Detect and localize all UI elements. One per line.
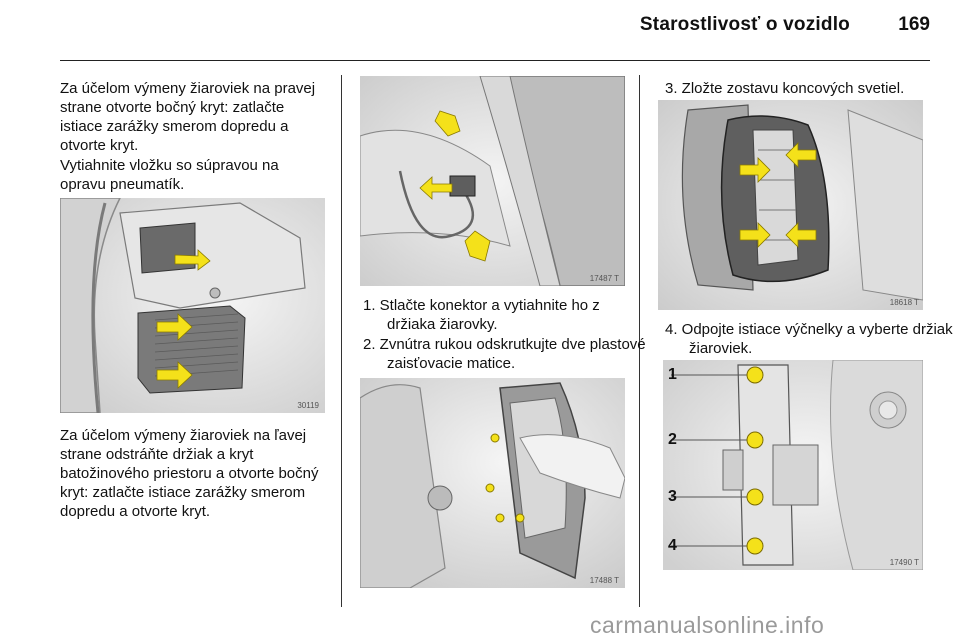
figure-bulb-holder: 1 2 3 4 17490 T (663, 360, 923, 570)
watermark: carmanualsonline.info (590, 612, 825, 638)
connector-illustration (360, 76, 625, 286)
figure-connector: 17487 T (360, 76, 625, 286)
step-1: 1. Stlačte konektor a vytiahnite ho z dr… (363, 297, 600, 333)
figure-code: 17488 T (589, 576, 619, 585)
step-3: 3. Zložte zostavu koncových svetiel. (665, 80, 905, 97)
paragraph-left-side-cover: Za účelom výmeny žiaroviek na ľavej stra… (60, 427, 319, 520)
arrow-icon (156, 313, 193, 341)
arrow-icon (434, 110, 461, 137)
bulb-holder-illustration (663, 360, 923, 570)
arrow-icon (174, 249, 211, 271)
column-divider-1 (341, 75, 342, 607)
step-2: 2. Zvnútra rukou odskrutkujte dve plasto… (363, 336, 646, 372)
arrow-icon (156, 361, 193, 389)
figure-tail-light-assembly: 18618 T (658, 100, 923, 310)
figure-code: 18618 T (889, 298, 919, 307)
figure-code: 17487 T (589, 274, 619, 283)
arrow-icon (785, 142, 817, 168)
figure-unscrew-nuts: 17488 T (360, 378, 625, 588)
page-header-title: Starostlivosť o vozidlo (639, 14, 850, 35)
column-divider-2 (639, 75, 640, 607)
callout-4: 4 (668, 537, 677, 554)
paragraph-right-side-cover: Za účelom výmeny žiaroviek na pravej str… (60, 80, 316, 154)
step-4: 4. Odpojte istiace výčnelky a vyberte dr… (665, 321, 953, 357)
arrow-icon (464, 230, 491, 262)
tail-light-illustration (658, 100, 923, 310)
callout-3: 3 (668, 488, 677, 505)
callout-1: 1 (668, 366, 677, 383)
callout-2: 2 (668, 431, 677, 448)
figure-code: 30119 (297, 401, 319, 410)
paragraph-remove-tire-kit: Vytiahnite vložku so súpravou na opravu … (60, 157, 279, 193)
page-number: 169 (898, 14, 930, 35)
arrow-icon (739, 222, 771, 248)
arrow-icon (739, 157, 771, 183)
figure-trunk-side-cover: 30119 (60, 198, 325, 413)
arrow-icon (419, 176, 453, 200)
trunk-side-cover-illustration (60, 198, 325, 413)
arrow-icon (785, 222, 817, 248)
unscrew-nuts-illustration (360, 378, 625, 588)
figure-code: 17490 T (889, 558, 919, 567)
header-rule (60, 60, 930, 61)
